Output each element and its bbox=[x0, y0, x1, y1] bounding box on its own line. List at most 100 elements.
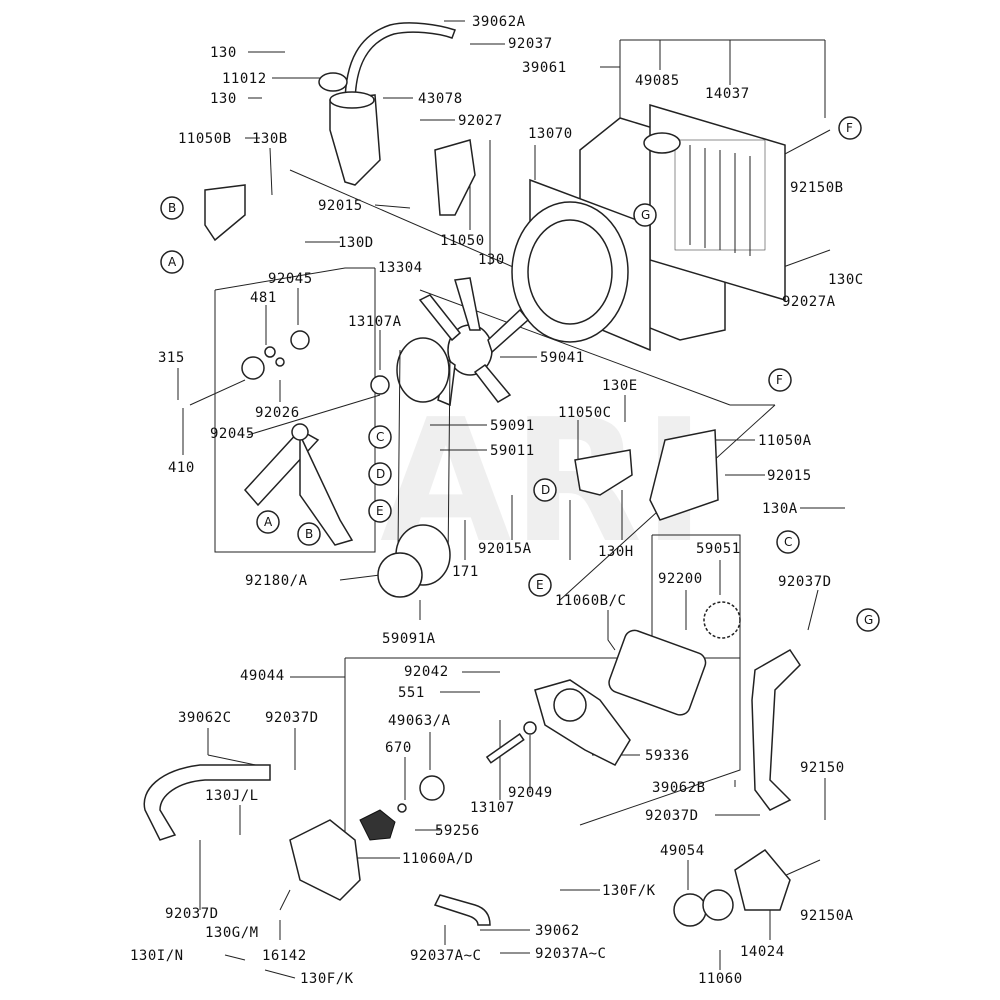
seal-92049-drawing bbox=[523, 721, 537, 735]
support-bracket-11050b bbox=[204, 184, 246, 242]
leader-lines bbox=[177, 20, 845, 979]
svg-text:B: B bbox=[168, 201, 176, 215]
label-92150a: 92150A bbox=[800, 908, 854, 924]
thermostat-housing-drawing bbox=[734, 849, 791, 911]
label-43078: 43078 bbox=[418, 91, 463, 107]
impeller-drawing bbox=[359, 809, 396, 841]
fan-shroud-drawing bbox=[511, 178, 651, 352]
svg-text:D: D bbox=[541, 483, 550, 497]
svg-text:C: C bbox=[376, 430, 384, 444]
label-130c: 130C bbox=[828, 272, 864, 288]
label-315: 315 bbox=[158, 350, 185, 366]
support-bracket-11050 bbox=[434, 139, 476, 216]
label-59011: 59011 bbox=[490, 443, 535, 459]
label-130in: 130I/N bbox=[130, 948, 184, 964]
label-92037ac-a: 92037A~C bbox=[410, 948, 481, 964]
label-39061: 39061 bbox=[522, 60, 567, 76]
support-bracket-11050c bbox=[574, 449, 633, 496]
reference-markers: F B A G F C D E A B D E C G bbox=[160, 116, 880, 632]
label-410: 410 bbox=[168, 460, 195, 476]
marker-f-top: F bbox=[838, 116, 862, 140]
svg-text:C: C bbox=[784, 535, 792, 549]
label-130e: 130E bbox=[602, 378, 638, 394]
marker-d-right: D bbox=[533, 478, 557, 502]
svg-text:B: B bbox=[305, 527, 313, 541]
label-11060ad: 11060A/D bbox=[402, 851, 473, 867]
bearing-49063-drawing bbox=[419, 775, 445, 801]
label-49063a: 49063/A bbox=[388, 713, 451, 729]
label-11050: 11050 bbox=[440, 233, 485, 249]
label-14024: 14024 bbox=[740, 944, 785, 960]
label-11060bc: 11060B/C bbox=[555, 593, 626, 609]
label-39062c: 39062C bbox=[178, 710, 232, 726]
marker-a-mid: A bbox=[256, 510, 280, 534]
label-92045-a: 92045 bbox=[268, 271, 313, 287]
label-130d: 130D bbox=[338, 235, 374, 251]
label-39062a: 39062A bbox=[472, 14, 526, 30]
marker-d-mid: D bbox=[368, 462, 392, 486]
fan-bracket-drawing bbox=[241, 330, 390, 546]
svg-text:E: E bbox=[536, 578, 544, 592]
label-59091a: 59091A bbox=[382, 631, 436, 647]
support-bracket-11050a bbox=[649, 429, 719, 521]
label-39062b: 39062B bbox=[652, 780, 706, 796]
label-92200: 92200 bbox=[658, 571, 703, 587]
label-14037: 14037 bbox=[705, 86, 750, 102]
label-130fk-b: 130F/K bbox=[300, 971, 354, 987]
label-49044: 49044 bbox=[240, 668, 285, 684]
svg-text:A: A bbox=[168, 255, 177, 269]
marker-c-right: C bbox=[776, 530, 800, 554]
label-92045-b: 92045 bbox=[210, 426, 255, 442]
label-551: 551 bbox=[398, 685, 425, 701]
gasket-11060bc-drawing bbox=[608, 629, 707, 716]
reservoir-tank-drawing bbox=[329, 94, 381, 186]
marker-b-top: B bbox=[160, 196, 184, 220]
label-130-b: 130 bbox=[210, 91, 237, 107]
svg-text:G: G bbox=[641, 208, 650, 222]
label-11050a: 11050A bbox=[758, 433, 812, 449]
svg-text:A: A bbox=[264, 515, 273, 529]
label-92037d-d: 92037D bbox=[165, 906, 219, 922]
label-92015-b: 92015 bbox=[767, 468, 812, 484]
marker-e-mid: E bbox=[368, 499, 392, 523]
label-92180a: 92180/A bbox=[245, 573, 308, 589]
label-92027a: 92027A bbox=[782, 294, 836, 310]
reservoir-cap-drawing bbox=[318, 72, 348, 92]
label-13304: 13304 bbox=[378, 260, 423, 276]
label-670: 670 bbox=[385, 740, 412, 756]
label-130h: 130H bbox=[598, 544, 634, 560]
label-130fk-a: 130F/K bbox=[602, 883, 656, 899]
label-92049: 92049 bbox=[508, 785, 553, 801]
cooling-fan-drawing bbox=[418, 277, 530, 407]
label-92015-a: 92015 bbox=[318, 198, 363, 214]
label-130-a: 130 bbox=[210, 45, 237, 61]
marker-f-mid: F bbox=[768, 368, 792, 392]
label-59336: 59336 bbox=[645, 748, 690, 764]
label-481: 481 bbox=[250, 290, 277, 306]
label-92037d-b: 92037D bbox=[265, 710, 319, 726]
hose-39062-drawing bbox=[433, 894, 491, 926]
label-92037: 92037 bbox=[508, 36, 553, 52]
ring-670-drawing bbox=[397, 803, 407, 813]
thermostat-49054-drawing bbox=[673, 893, 707, 927]
lower-hose-39062c-drawing bbox=[143, 764, 271, 841]
label-16142: 16142 bbox=[262, 948, 307, 964]
label-39062: 39062 bbox=[535, 923, 580, 939]
label-11050b: 11050B bbox=[178, 131, 232, 147]
pump-shaft-drawing bbox=[485, 733, 525, 764]
label-59256: 59256 bbox=[435, 823, 480, 839]
label-59091: 59091 bbox=[490, 418, 535, 434]
pulley-spacer-drawing bbox=[377, 552, 423, 598]
label-59041: 59041 bbox=[540, 350, 585, 366]
label-130jl: 130J/L bbox=[205, 788, 259, 804]
svg-text:F: F bbox=[846, 121, 853, 135]
label-11050c: 11050C bbox=[558, 405, 612, 421]
pump-cover-drawing bbox=[289, 819, 361, 901]
label-92037d-a: 92037D bbox=[778, 574, 832, 590]
marker-b-mid: B bbox=[297, 522, 321, 546]
hose-39062b-drawing bbox=[751, 649, 801, 811]
upper-hose-drawing bbox=[344, 22, 456, 106]
label-59051: 59051 bbox=[696, 541, 741, 557]
